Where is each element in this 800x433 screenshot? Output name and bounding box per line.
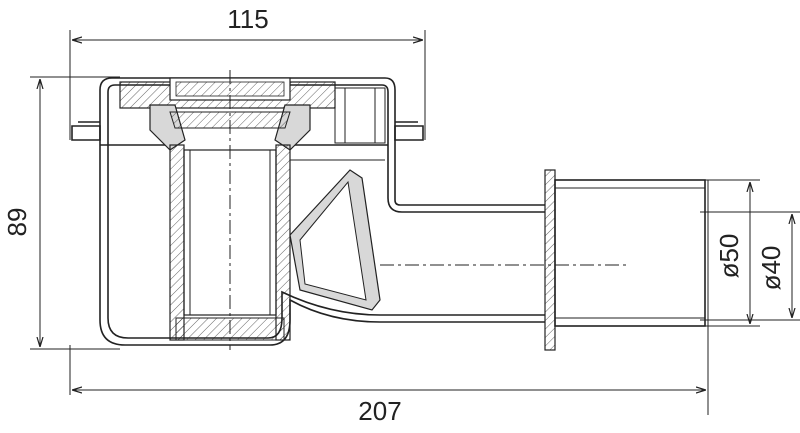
dimension-d50-label: ø50 [714,234,744,279]
dimension-115: 115 [69,4,426,140]
flap-valve [289,159,385,311]
dimension-207-label: 207 [358,396,401,426]
dimension-d50: ø50 [700,179,760,327]
dimension-d40-label: ø40 [756,246,786,291]
dimension-115-label: 115 [227,4,268,34]
dimension-207: 207 [69,180,709,426]
dimension-89: 89 [2,76,120,350]
center-lines [229,70,630,350]
top-grate-insert [119,77,386,151]
outlet-connector [544,169,706,351]
dimension-89-label: 89 [2,208,32,237]
dimension-d40: ø40 [700,211,800,321]
